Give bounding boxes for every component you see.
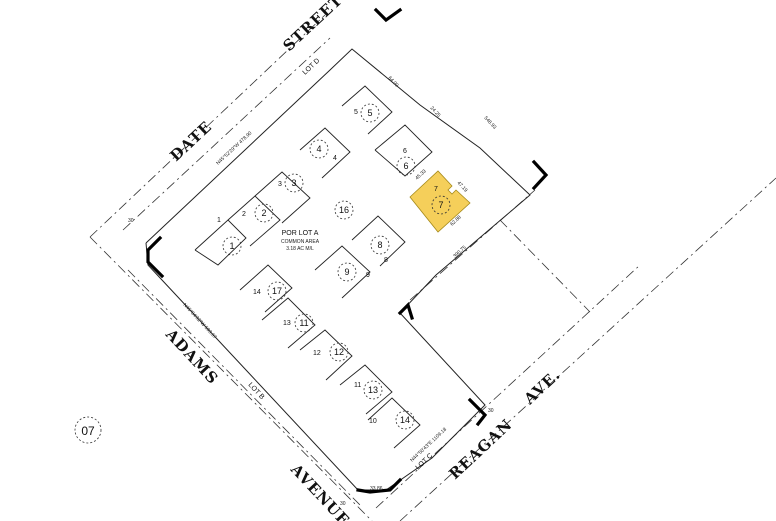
- svg-text:390.75: 390.75: [452, 244, 467, 259]
- parcel-numbers: 1 2 3 4 5 6 7 8 9 14 13 12 11 17 16 07: [81, 108, 443, 438]
- parcel-circles: [74, 103, 451, 444]
- svg-text:LOT D: LOT D: [302, 57, 322, 76]
- parcel-number: 9: [344, 267, 349, 277]
- parcel-number: 1: [229, 241, 234, 251]
- svg-text:COMMON AREA: COMMON AREA: [281, 239, 320, 245]
- svg-text:1: 1: [217, 217, 221, 224]
- parcel-number: 13: [368, 385, 378, 395]
- svg-text:12: 12: [313, 350, 321, 357]
- svg-text:14: 14: [253, 289, 261, 296]
- svg-text:3: 3: [278, 181, 282, 188]
- page-reference: 07: [81, 424, 95, 438]
- common-area-parcel-number: 16: [339, 205, 349, 215]
- svg-text:6: 6: [403, 148, 407, 155]
- parcel-number: 2: [261, 208, 266, 218]
- parcel-number: 4: [316, 144, 321, 154]
- lot-outlines: [194, 85, 433, 449]
- parcel-number: 11: [299, 318, 308, 328]
- svg-text:LOT B: LOT B: [247, 382, 266, 402]
- svg-text:13: 13: [283, 320, 291, 327]
- street-name-ave: AVE.: [520, 366, 564, 409]
- parcel-number: 5: [367, 108, 372, 118]
- svg-text:30: 30: [488, 408, 494, 414]
- common-area-label: POR LOT A COMMON AREA 3.18 AC M/L: [281, 230, 320, 252]
- svg-text:10: 10: [369, 418, 377, 425]
- svg-text:30: 30: [128, 218, 134, 224]
- svg-text:4: 4: [333, 155, 337, 162]
- lot-numbers: 1 2 3 4 5 6 7 8 9 10 11 12 13 14: [217, 109, 438, 425]
- svg-text:N45°04'32"W 503.67: N45°04'32"W 503.67: [182, 302, 218, 340]
- street-name-street: STREET: [279, 0, 346, 55]
- right-of-way-lines: [89, 14, 776, 521]
- parcel-number: 6: [403, 161, 408, 171]
- parcel-number: 14: [400, 415, 410, 425]
- street-name-date: DATE: [166, 117, 215, 165]
- svg-text:N45°52'29"W 478.90: N45°52'29"W 478.90: [215, 130, 253, 166]
- street-labels: DATE STREET ADAMS AVENUE REAGAN AVE.: [161, 0, 564, 521]
- svg-text:30: 30: [340, 501, 346, 507]
- subdivision-boundary: [145, 48, 531, 491]
- svg-text:7: 7: [434, 186, 438, 193]
- svg-text:11: 11: [354, 382, 361, 389]
- parcel-number: 3: [291, 178, 296, 188]
- svg-text:45.33: 45.33: [414, 168, 427, 181]
- parcel-number: 7: [438, 200, 443, 210]
- parcel-number: 8: [377, 240, 382, 250]
- svg-text:2: 2: [242, 211, 246, 218]
- bold-boundary-marks: [146, 7, 549, 494]
- street-name-reagan: REAGAN: [445, 415, 516, 483]
- svg-text:33.86: 33.86: [370, 486, 383, 492]
- highlighted-parcel-lot-7[interactable]: [409, 170, 471, 233]
- lot-letter-labels: LOT D LOT B LOT C: [247, 57, 435, 471]
- svg-text:548.93: 548.93: [483, 115, 498, 130]
- svg-text:9: 9: [366, 272, 370, 279]
- svg-text:POR LOT A: POR LOT A: [282, 230, 319, 237]
- parcel-number: 12: [334, 347, 344, 357]
- parcel-number: 17: [272, 286, 282, 296]
- svg-text:3.18 AC M/L: 3.18 AC M/L: [286, 246, 314, 252]
- svg-text:5: 5: [354, 109, 358, 116]
- svg-text:8: 8: [384, 257, 388, 264]
